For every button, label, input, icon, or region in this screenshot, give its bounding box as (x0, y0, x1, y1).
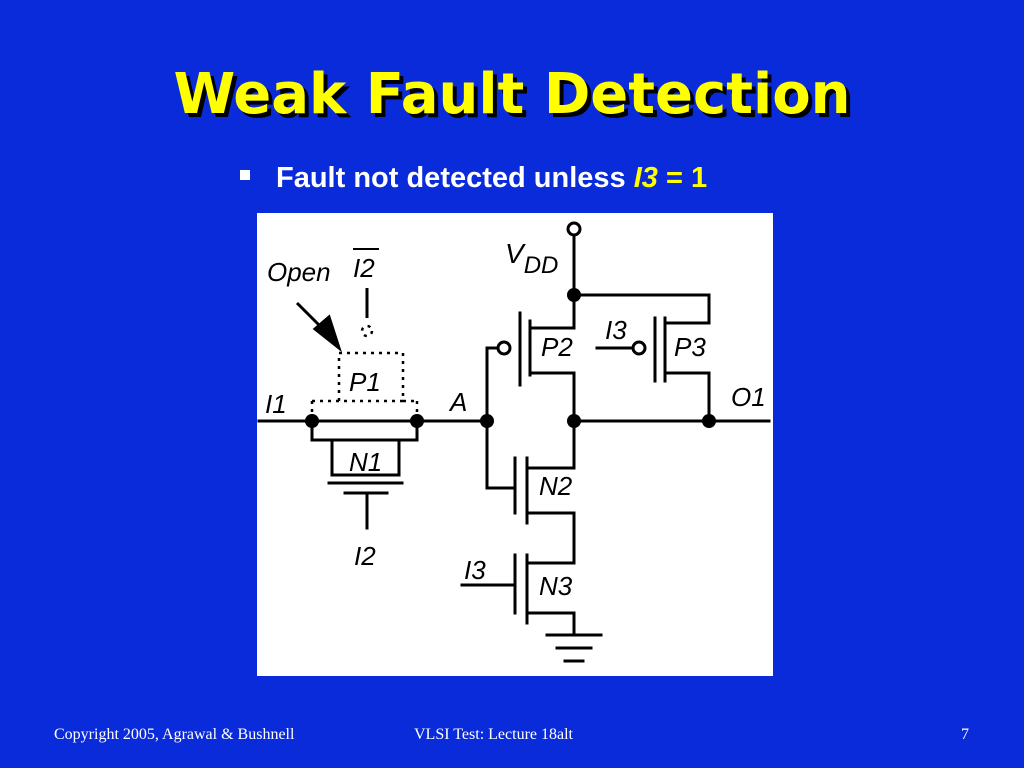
label-i2: I2 (354, 541, 376, 571)
label-open: Open (267, 257, 331, 287)
footer-course: VLSI Test: Lecture 18alt (414, 726, 573, 743)
label-i3-bottom: I3 (464, 555, 486, 585)
junction-a-left (410, 414, 424, 428)
p1-open-box (337, 351, 405, 403)
footer-copyright: Copyright 2005, Agrawal & Bushnell (54, 726, 295, 743)
circuit-schematic: Open I2 P1 I1 N1 I2 A VDD P2 I3 P3 O1 N2… (257, 221, 771, 663)
footer-page-number: 7 (961, 726, 969, 743)
vdd-terminal-icon (566, 221, 582, 237)
junction-i1 (305, 414, 319, 428)
label-p3: P3 (674, 332, 706, 362)
bullet-point: Fault not detected unless I3 = 1 (240, 162, 707, 195)
label-i3-top: I3 (605, 315, 627, 345)
open-arrow-head (312, 314, 342, 353)
circuit-diagram: Open I2 P1 I1 N1 I2 A VDD P2 I3 P3 O1 N2… (257, 213, 773, 676)
p3-gate-bubble (631, 340, 647, 356)
slide-title: Weak Fault Detection (173, 62, 851, 127)
label-i2-bar: I2 (353, 253, 375, 283)
label-a: A (448, 387, 467, 417)
bullet-equals: = (657, 162, 691, 194)
bullet-text: Fault not detected unless (276, 162, 634, 194)
label-i1: I1 (265, 389, 287, 419)
label-n2: N2 (539, 471, 573, 501)
label-n3: N3 (539, 571, 573, 601)
label-n1: N1 (349, 447, 382, 477)
bullet-value: 1 (690, 162, 708, 194)
bullet-square-icon (240, 170, 250, 181)
label-o1: O1 (731, 382, 766, 412)
label-p1: P1 (349, 367, 381, 397)
bullet-variable: I3 (633, 162, 658, 194)
label-vdd: VDD (505, 238, 558, 279)
label-p2: P2 (541, 332, 573, 362)
p1-gate-bubble (360, 324, 374, 338)
p2-gate-bubble (496, 340, 512, 356)
